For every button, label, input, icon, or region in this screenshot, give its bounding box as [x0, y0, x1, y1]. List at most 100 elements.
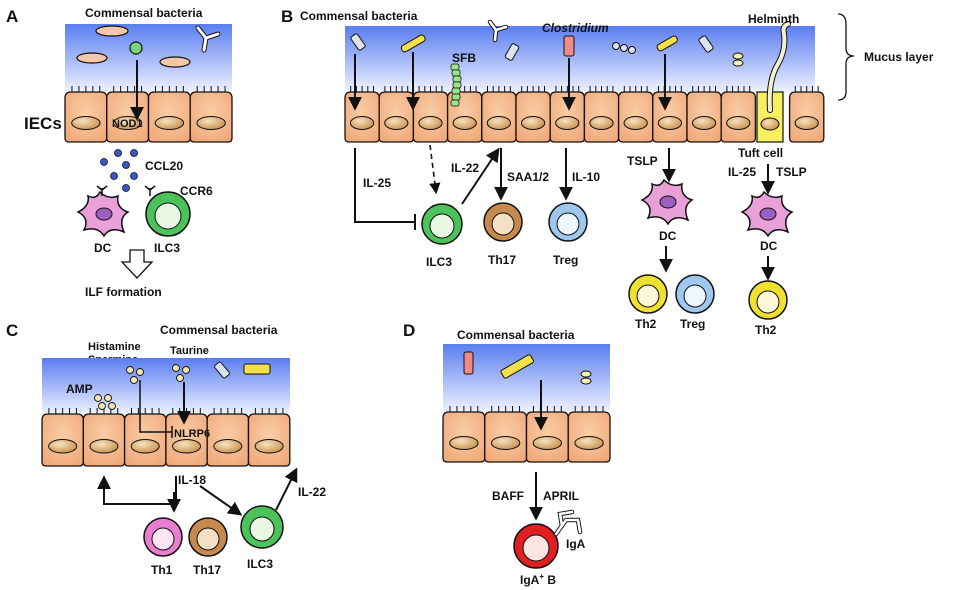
nucleus — [154, 116, 185, 130]
clostridium-icon — [563, 35, 575, 57]
ilc3-label: ILC3 — [154, 241, 180, 255]
bacterium-icon — [612, 42, 636, 54]
bacterium-icon — [214, 361, 230, 379]
microvilli — [130, 408, 160, 414]
panel-a: A Commensal bacteria NOD1 IECs CCL20 CCR… — [6, 6, 233, 299]
nucleus — [555, 116, 580, 130]
panel-b: B Commensal bacteria Mucus layer SFB — [281, 7, 934, 337]
nucleus — [418, 116, 443, 130]
panel-b-letter: B — [281, 7, 293, 26]
nucleus — [520, 116, 546, 130]
mucus-label: Mucus layer — [864, 50, 934, 64]
nucleus — [172, 438, 202, 454]
nucleus — [486, 116, 512, 130]
clostridium-label: Clostridium — [542, 21, 609, 35]
nucleus — [726, 116, 751, 130]
bacterium-icon — [580, 377, 592, 385]
nucleus — [349, 116, 375, 130]
microvilli — [574, 406, 604, 412]
dc2-label: DC — [760, 239, 778, 253]
nucleus — [452, 116, 477, 130]
panel-d-bacteria-label: Commensal bacteria — [457, 328, 575, 342]
microvilli — [71, 86, 101, 92]
bacterium-icon — [76, 52, 108, 64]
dc1-label: DC — [659, 229, 677, 243]
microvilli — [350, 86, 374, 92]
bacterium-icon — [504, 43, 520, 61]
microvilli — [726, 86, 751, 92]
nucleus — [657, 116, 683, 130]
microvilli — [48, 408, 77, 414]
th17-label: Th17 — [488, 253, 516, 267]
panel-a-epithelium — [64, 86, 233, 143]
ilc3-label: ILC3 — [426, 255, 452, 269]
nucleus — [130, 438, 160, 454]
bacterium-icon — [656, 35, 678, 52]
microvilli — [521, 86, 545, 92]
ilc3-c-label: ILC3 — [247, 557, 273, 571]
microvilli — [491, 406, 521, 412]
panel-c-epithelium — [41, 408, 291, 467]
bacterium-icon — [243, 363, 271, 375]
metabolite-dots — [126, 364, 190, 384]
ccr6-receptor-icon — [144, 185, 156, 196]
th17-c-label: Th17 — [193, 563, 221, 577]
histamine-label: Histamine — [88, 341, 141, 353]
th2b-label: Th2 — [755, 323, 777, 337]
bacterium-icon — [500, 354, 534, 379]
bacterium-icon — [698, 35, 714, 53]
bacterium-icon — [732, 59, 744, 67]
microvilli — [254, 408, 284, 414]
sfb-icon — [450, 63, 462, 107]
april-label: APRIL — [543, 489, 579, 503]
panel-a-letter: A — [6, 7, 18, 26]
th1-label: Th1 — [151, 563, 173, 577]
ilf-label: ILF formation — [85, 285, 162, 299]
il22-c-label: IL-22 — [298, 485, 326, 499]
bacterium-icon — [129, 41, 143, 55]
nucleus — [71, 116, 101, 130]
sfb-label: SFB — [452, 51, 476, 65]
nucleus — [384, 116, 409, 130]
microvilli — [623, 86, 648, 92]
nucleus — [589, 116, 614, 130]
dc-label: DC — [94, 241, 112, 255]
panel-d-letter: D — [403, 321, 415, 340]
mucus-bracket — [837, 13, 855, 101]
panel-c-bacteria-label: Commensal bacteria — [160, 323, 278, 337]
nucleus — [574, 436, 604, 450]
il10-label: IL-10 — [572, 170, 600, 184]
taurine-label: Taurine — [170, 345, 209, 357]
microvilli — [89, 408, 119, 414]
nucleus — [490, 436, 521, 450]
il18-label: IL-18 — [178, 473, 206, 487]
nucleus — [794, 116, 819, 130]
panel-d-epithelium — [442, 406, 611, 463]
microvilli — [196, 86, 226, 92]
nucleus — [449, 436, 479, 450]
bacterium-icon — [400, 34, 426, 53]
bacterium-icon — [350, 33, 366, 51]
th2a-label: Th2 — [635, 317, 657, 331]
nucleus — [623, 116, 648, 130]
helminth-label: Helminth — [748, 12, 799, 26]
iecs-label: IECs — [24, 114, 62, 133]
tuft-label: Tuft cell — [738, 146, 783, 160]
bacterium-icon — [159, 56, 191, 68]
panel-b-epithelium — [344, 86, 825, 143]
amp-label: AMP — [66, 382, 93, 396]
microvilli — [589, 86, 614, 92]
panel-c-letter: C — [6, 321, 18, 340]
microvilli — [113, 86, 143, 92]
nucleus — [196, 116, 226, 130]
iga-label: IgA — [566, 537, 586, 551]
microvilli — [418, 86, 443, 92]
treg2-label: Treg — [680, 317, 705, 331]
nlrp6-label: NLRP6 — [174, 428, 210, 440]
microvilli — [384, 86, 409, 92]
panel-a-bacteria-label: Commensal bacteria — [85, 6, 203, 20]
ccr6-receptor-icon — [96, 185, 108, 196]
panel-b-mucus — [345, 26, 815, 92]
nod1-label: NOD1 — [112, 118, 143, 130]
